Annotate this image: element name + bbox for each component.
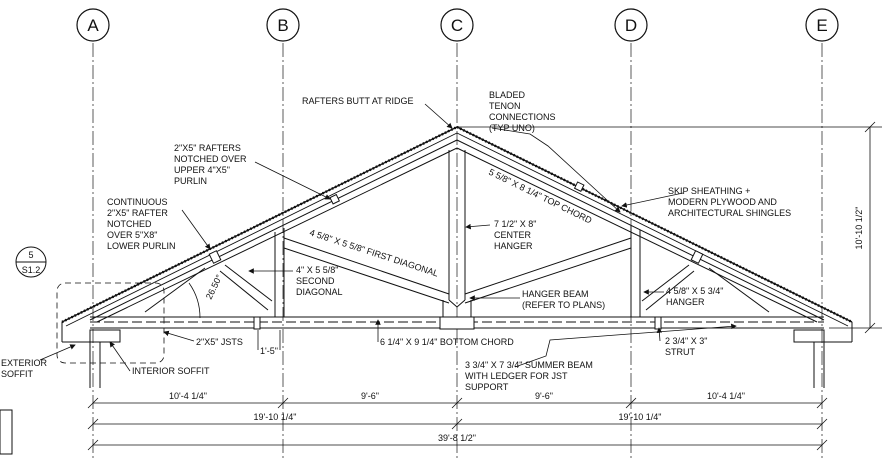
grid-bubble-c: C [440, 8, 474, 42]
dimension-half-left: 19'-10 1/4" [254, 412, 297, 422]
label-second-diagonal: 4" X 5 5/8" SECOND DIAGONAL [296, 265, 343, 297]
label-line: SECOND [296, 276, 335, 286]
dimension-bay-2: 9'-6" [361, 391, 379, 401]
label-line: BLADED [489, 90, 526, 100]
label-line: CONTINUOUS [107, 197, 168, 207]
grid-bubble-d: D [614, 8, 648, 42]
height-dimension [457, 121, 882, 334]
label-line: 4 5/8" X 5 3/4" [666, 286, 723, 296]
detail-sheet: S1.2 [22, 265, 41, 275]
label-line: OVER 5"X8" [107, 230, 157, 240]
label-line: CENTER [494, 230, 532, 240]
dimension-overall: 39'-8 1/2" [438, 433, 476, 443]
grid-letter-e: E [816, 16, 827, 35]
label-line: STRUT [665, 347, 695, 357]
purlins [208, 181, 704, 330]
grid-letter-a: A [87, 16, 99, 35]
label-line: SUPPORT [465, 382, 509, 392]
label-bladed-tenon: BLADED TENON CONNECTIONS (TYP UNO) [489, 90, 556, 133]
grid-letter-d: D [625, 16, 637, 35]
label-bottom-chord: 6 1/4" X 9 1/4" BOTTOM CHORD [380, 337, 514, 347]
side-hangers [274, 225, 641, 317]
leader-lines [39, 103, 737, 372]
label-line: DIAGONAL [296, 287, 343, 297]
label-skip-sheathing: SKIP SHEATHING + MODERN PLYWOOD AND ARCH… [668, 186, 791, 218]
label-strut: 2 3/4" X 3" STRUT [665, 336, 707, 357]
label-interior-soffit: INTERIOR SOFFIT [132, 366, 210, 376]
label-line: WITH LEDGER FOR JST [465, 371, 568, 381]
label-line: LOWER PURLIN [107, 241, 176, 251]
label-center-hanger: 7 1/2" X 8" CENTER HANGER [494, 219, 536, 251]
label-line: TENON [489, 101, 521, 111]
title-block-edge [0, 409, 13, 455]
label-line: NOTCHED [107, 219, 152, 229]
grid-letter-b: B [277, 16, 288, 35]
label-line: ARCHITECTURAL SHINGLES [668, 208, 791, 218]
label-line: 7 1/2" X 8" [494, 219, 536, 229]
detail-number: 5 [28, 250, 33, 260]
label-rafters-notched: 2"X5" RAFTERS NOTCHED OVER UPPER 4"X5" P… [174, 143, 247, 186]
label-line: 2 3/4" X 3" [665, 336, 707, 346]
label-line: 2"X5" RAFTER [107, 208, 168, 218]
grid-bubble-a: A [76, 8, 110, 42]
label-exterior-soffit: EXTERIOR SOFFIT [1, 358, 48, 379]
label-line: SKIP SHEATHING + [668, 186, 750, 196]
label-joist-spacing: 1'-5" [260, 346, 278, 356]
label-line: EXTERIOR [1, 358, 48, 368]
label-line: (TYP UNO) [489, 123, 535, 133]
label-line: HANGER [494, 241, 533, 251]
label-line: SOFFIT [1, 369, 33, 379]
label-line: 2"X5" RAFTERS [174, 143, 241, 153]
end-supports [61, 322, 853, 388]
label-line: PURLIN [174, 176, 207, 186]
label-hanger-beam: HANGER BEAM (REFER TO PLANS) [522, 289, 605, 310]
grid-bubble-b: B [266, 8, 300, 42]
label-line: HANGER BEAM [522, 289, 589, 299]
label-rafters-butt: RAFTERS BUTT AT RIDGE [302, 96, 414, 106]
dimension-bay-4: 10'-4 1/4" [707, 391, 745, 401]
dimension-bay-3: 9'-6" [535, 391, 553, 401]
label-line: UPPER 4"X5" [174, 165, 230, 175]
label-hanger: 4 5/8" X 5 3/4" HANGER [666, 286, 723, 307]
detail-callout: 5 S1.2 [15, 246, 165, 364]
dimension-bay-1: 10'-4 1/4" [169, 391, 207, 401]
label-line: NOTCHED OVER [174, 154, 247, 164]
angle-label: 26.50° [204, 273, 225, 301]
diagonals [144, 237, 770, 313]
label-line: HANGER [666, 297, 705, 307]
label-line: 3 3/4" X 7 3/4" SUMMER BEAM [465, 360, 593, 370]
roof-sheathing [61, 125, 853, 327]
dimension-half-right: 19'-10 1/4" [619, 412, 662, 422]
grid-bubble-e: E [805, 8, 839, 42]
label-top-chord: 5 5/8" X 8 1/4" TOP CHORD [487, 167, 594, 226]
label-line: MODERN PLYWOOD AND [668, 197, 777, 207]
label-continuous-rafter: CONTINUOUS 2"X5" RAFTER NOTCHED OVER 5"X… [107, 197, 176, 251]
label-joists: 2"X5" JSTS [196, 337, 243, 347]
grid-letter-c: C [451, 16, 463, 35]
center-hanger [442, 150, 472, 317]
label-line: (REFER TO PLANS) [522, 300, 605, 310]
label-summer-beam: 3 3/4" X 7 3/4" SUMMER BEAM WITH LEDGER … [465, 360, 593, 392]
height-dimension-text: 10'-10 1/2" [854, 207, 864, 250]
dimension-lines [87, 397, 828, 451]
angle-arc [188, 282, 201, 319]
label-line: 4" X 5 5/8" [296, 265, 338, 275]
label-line: CONNECTIONS [489, 112, 556, 122]
